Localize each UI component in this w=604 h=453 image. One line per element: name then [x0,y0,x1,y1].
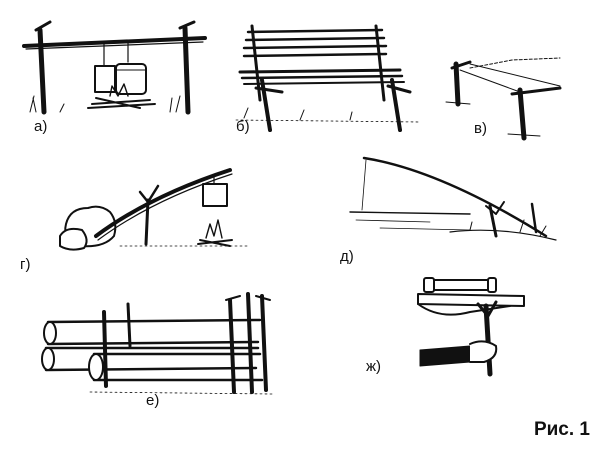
illustration-log-barrier [41,292,273,395]
panel-label-zh: ж) [366,358,382,375]
illustration-line-stakes [445,57,562,141]
panel-label-v: в) [474,120,487,137]
panel-label-d: д) [340,248,354,265]
panel-label-a: а) [34,118,48,135]
illustration-rifle-rest [417,277,525,377]
figure-caption: Рис. 1 [533,419,590,440]
illustration-campfire-crossbar [22,20,207,115]
illustration-fishing-rod [349,156,557,241]
illustration-pole-over-fire [59,168,251,251]
panel-label-e: е) [146,392,160,409]
panel-label-g: г) [20,256,31,273]
panel-label-b: б) [236,118,250,135]
illustration-bench [235,24,421,132]
